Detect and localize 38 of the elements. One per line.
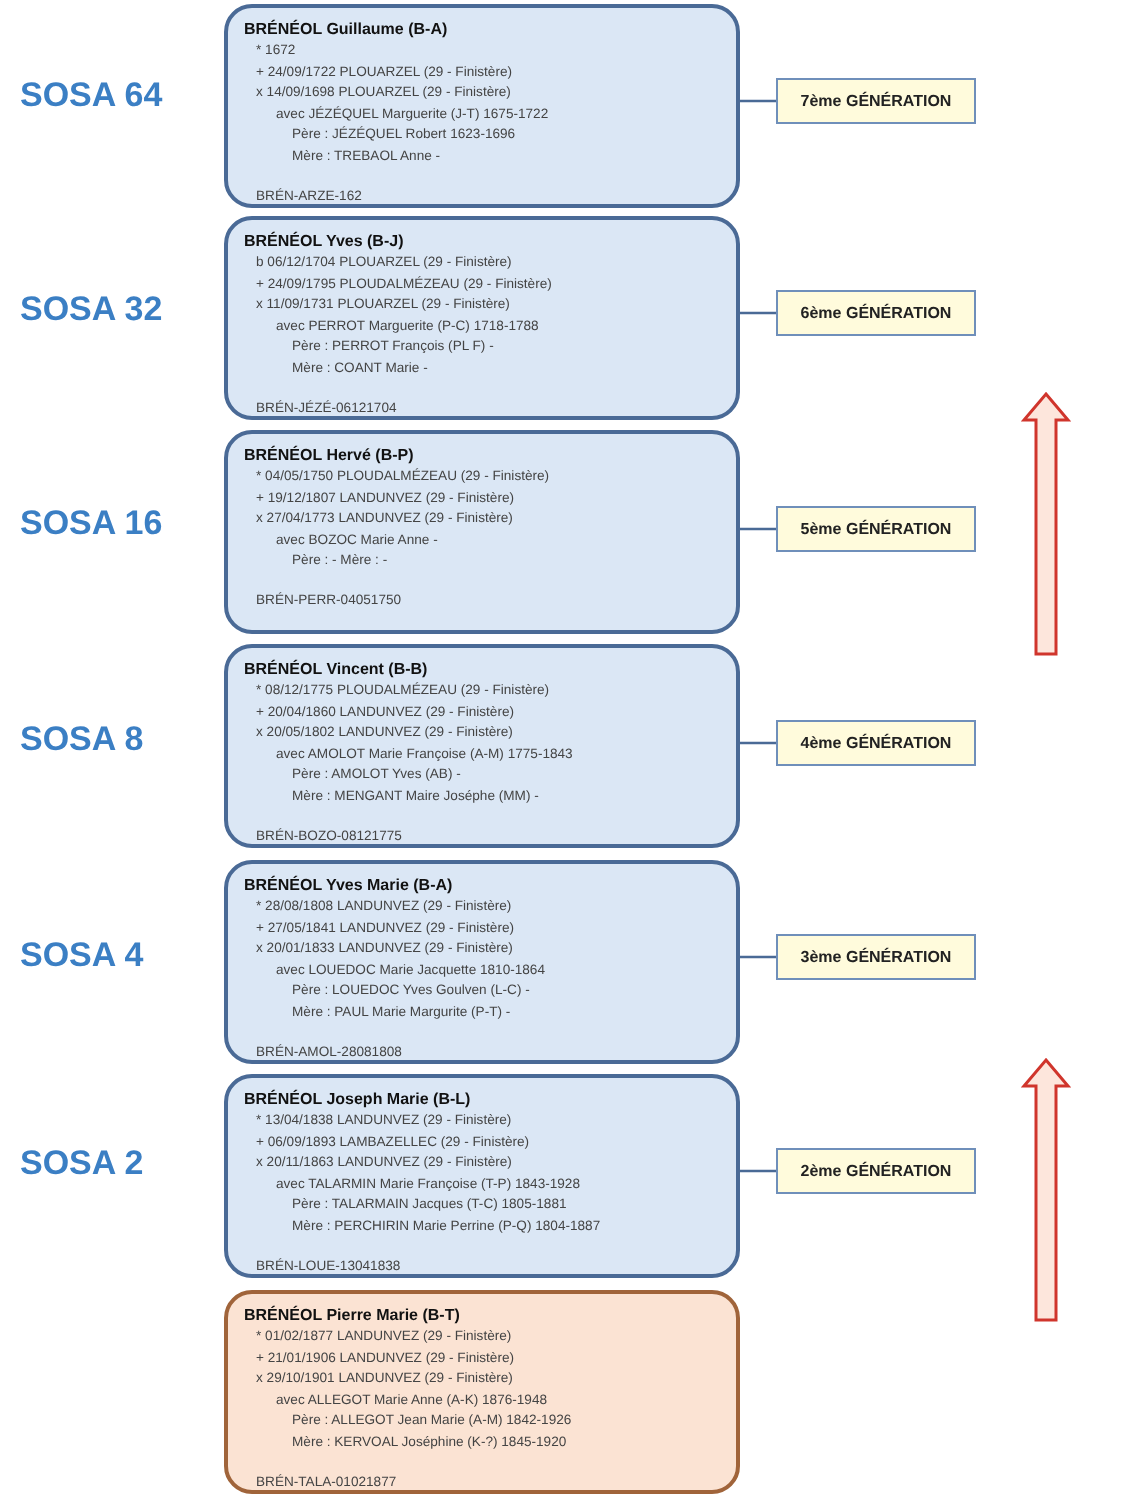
generation-box (776, 720, 976, 766)
generation-box (776, 1148, 976, 1194)
sosa-number: SOSA 4 (20, 936, 144, 976)
connector-line (740, 955, 776, 959)
generation-label: 3ème GÉNÉRATION (800, 948, 952, 966)
person-name: BRÉNÉOL Hervé (B-P) (244, 444, 414, 468)
person-name: BRÉNÉOL Joseph Marie (B-L) (244, 1088, 471, 1112)
person-card (224, 1074, 740, 1278)
generation-label: 4ème GÉNÉRATION (800, 734, 952, 752)
person-name: BRÉNÉOL Guillaume (B-A) (244, 18, 448, 42)
generation-label: 7ème GÉNÉRATION (800, 92, 952, 110)
person-name: BRÉNÉOL Yves (B-J) (244, 230, 404, 254)
person-card (224, 4, 740, 208)
person-card (224, 644, 740, 848)
person-card (224, 430, 740, 634)
person-name: BRÉNÉOL Yves Marie (B-A) (244, 874, 453, 898)
sosa-number: SOSA 2 (20, 1144, 144, 1184)
person-card (224, 216, 740, 420)
generation-box (776, 934, 976, 980)
person-card (224, 1290, 740, 1494)
person-name: BRÉNÉOL Vincent (B-B) (244, 658, 428, 682)
sosa-number: SOSA 8 (20, 720, 144, 760)
generation-label: 2ème GÉNÉRATION (800, 1162, 952, 1180)
connector-line (740, 527, 776, 531)
sosa-number: SOSA 16 (20, 504, 163, 544)
generation-box (776, 290, 976, 336)
generation-box (776, 506, 976, 552)
connector-line (740, 741, 776, 745)
connector-line (740, 1169, 776, 1173)
connector-line (740, 311, 776, 315)
generation-label: 5ème GÉNÉRATION (800, 520, 952, 538)
person-name: BRÉNÉOL Pierre Marie (B-T) (244, 1304, 460, 1328)
generation-label: 6ème GÉNÉRATION (800, 304, 952, 322)
sosa-number: SOSA 64 (20, 76, 163, 116)
sosa-number: SOSA 32 (20, 290, 163, 330)
person-card (224, 860, 740, 1064)
generation-box (776, 78, 976, 124)
connector-line (740, 99, 776, 103)
